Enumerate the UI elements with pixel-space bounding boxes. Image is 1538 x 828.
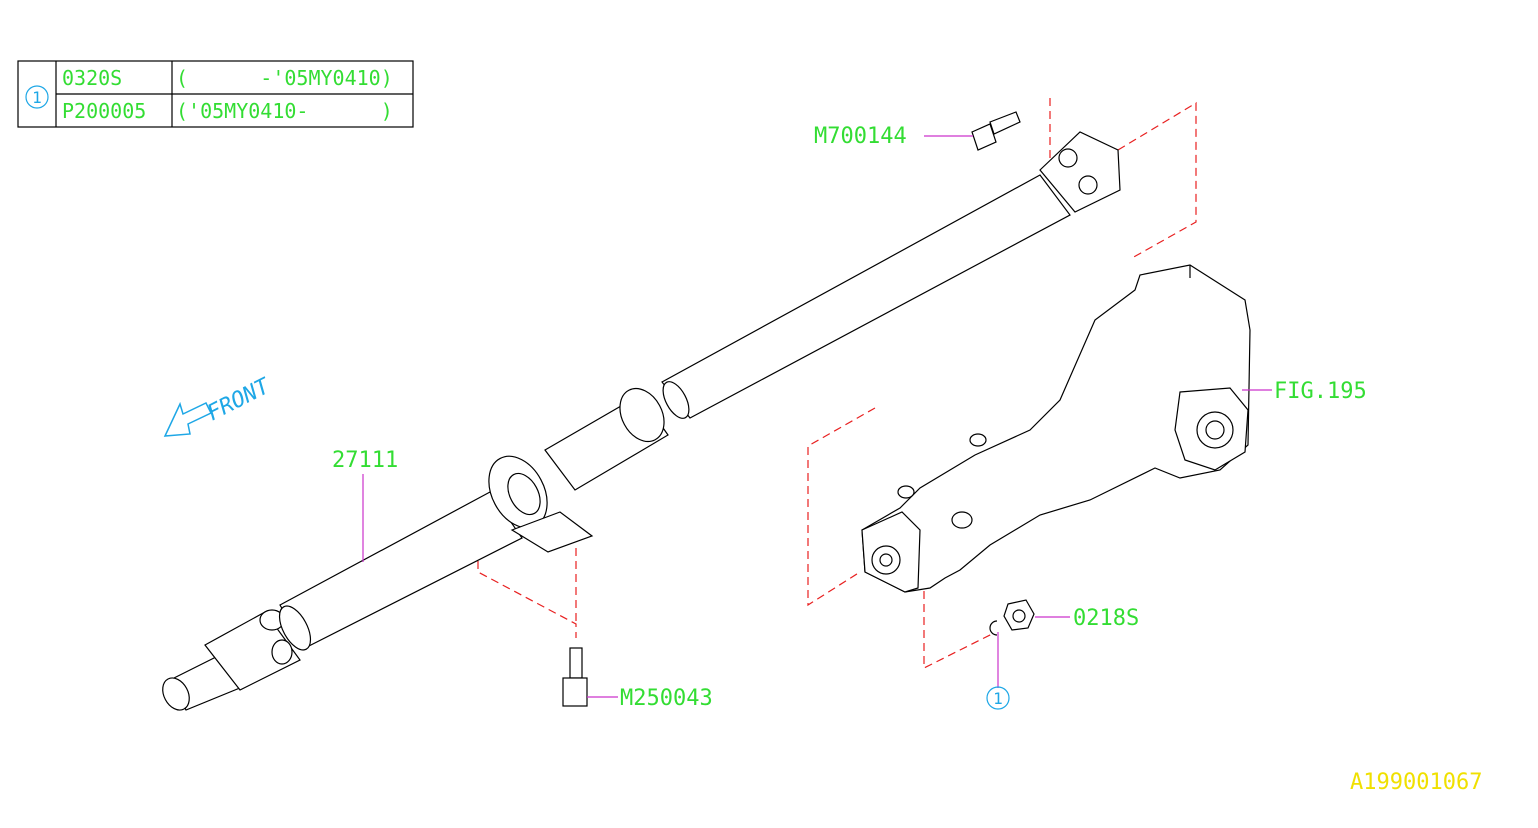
svg-text:1: 1 (993, 689, 1003, 708)
propeller-shaft (162, 131, 1121, 711)
front-arrow-icon (163, 401, 213, 437)
bolt-m700144-icon (971, 111, 1021, 151)
drawing-id: A199001067 (1350, 770, 1482, 795)
callout-symbol-1: 1 (986, 686, 1010, 710)
dashed-guides (477, 98, 1197, 669)
rear-differential (861, 264, 1251, 593)
legend-part-p200005: P200005 (62, 99, 146, 123)
callout-27111: 27111 (332, 448, 398, 473)
leader-lines (362, 135, 1272, 698)
nut-0218s-icon (1003, 599, 1035, 631)
svg-text:1: 1 (32, 88, 42, 107)
legend-table (17, 60, 414, 128)
legend-part-0320s: 0320S (62, 66, 122, 90)
callout-0218s: 0218S (1073, 606, 1139, 631)
legend-range-1: ( -'05MY0410) (176, 66, 393, 90)
legend-range-2: ('05MY0410- ) (176, 99, 393, 123)
front-label: FRONT (203, 373, 275, 426)
callout-m250043: M250043 (620, 686, 713, 711)
callout-fig195[interactable]: FIG.195 (1274, 379, 1367, 404)
legend-symbol: 1 (25, 85, 49, 109)
stud-m250043-icon (562, 647, 588, 707)
washer-icon (989, 620, 998, 636)
callout-m700144: M700144 (814, 124, 907, 149)
